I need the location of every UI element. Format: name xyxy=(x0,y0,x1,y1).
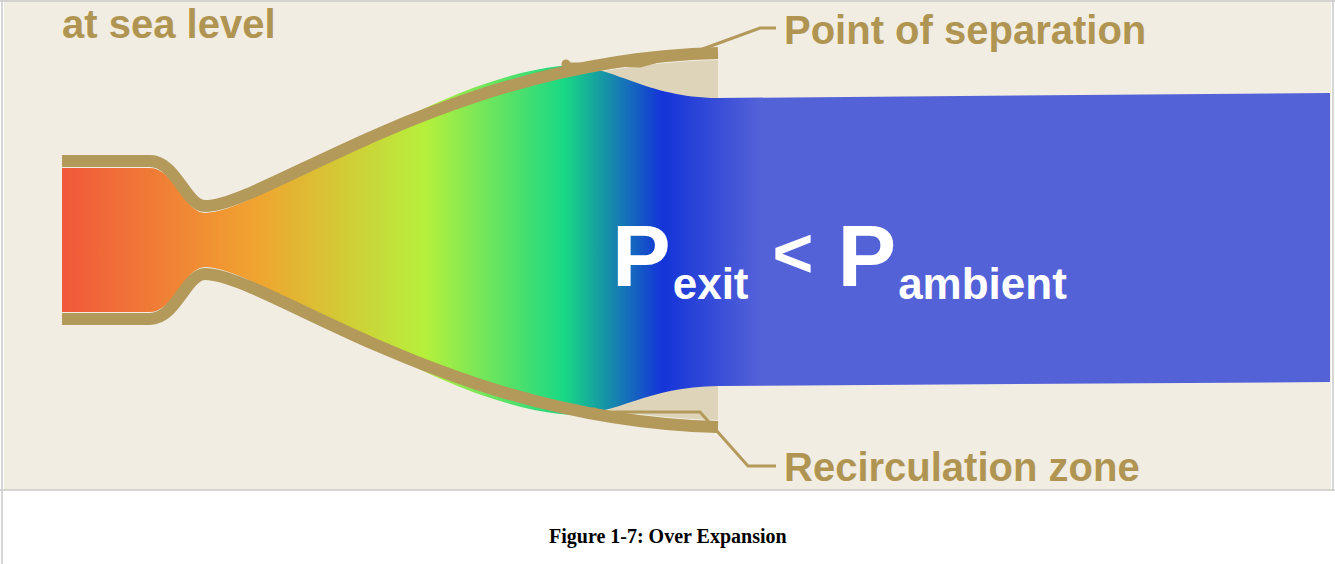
pressure-subscript: exit xyxy=(673,262,749,306)
frame-line xyxy=(1,0,3,564)
leader-line xyxy=(594,412,776,466)
comparison-sign: < xyxy=(773,218,814,288)
part-label: Recirculation zone xyxy=(784,447,1140,487)
nozzle-wall xyxy=(62,53,718,206)
exhaust-flow xyxy=(62,66,1330,415)
pressure-symbol: P xyxy=(837,212,896,300)
part-label: Point of separation xyxy=(784,10,1146,50)
leader-line xyxy=(566,28,776,66)
pressure-subscript: ambient xyxy=(898,262,1067,306)
heading-fragment: at sea level xyxy=(62,4,276,44)
background xyxy=(4,0,1331,490)
pressure-symbol: P xyxy=(612,212,671,300)
frame-line xyxy=(0,0,1335,2)
frame-line xyxy=(0,489,1335,491)
frame-line xyxy=(1332,0,1334,490)
figure-caption: Figure 1-7: Over Expansion xyxy=(549,526,787,546)
